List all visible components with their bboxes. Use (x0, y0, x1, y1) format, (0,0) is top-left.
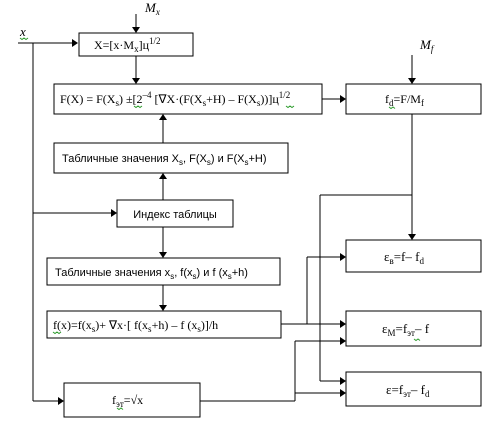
eps-v-box: εв=f– fd (345, 239, 482, 273)
eps-m-formula: εМ=fэт– f (382, 321, 430, 338)
spellcheck-underline (19, 37, 29, 41)
arrowhead (72, 39, 78, 47)
f-d-formula: fd=F/Mf (385, 92, 424, 108)
spellcheck-underline (52, 331, 62, 335)
spellcheck-underline (133, 105, 143, 109)
arrowhead (159, 252, 167, 258)
arrowhead (340, 253, 346, 261)
arrowhead (159, 114, 167, 120)
spellcheck-underline (413, 338, 421, 342)
spellcheck-underline (116, 407, 124, 411)
eps-v-formula: εв=f– fd (384, 249, 424, 266)
mf-input-label: Mf (419, 37, 435, 54)
connectors (18, 14, 416, 405)
table-F-label: Табличные значения Xs, F(Xs) и F(Xs+H) (62, 153, 267, 167)
table-index-box: Индекс таблицы (116, 199, 234, 228)
arrowhead (58, 397, 64, 405)
input-labels: x Mx Mf (19, 0, 435, 54)
arrowhead (340, 320, 346, 328)
f-et-formula: fэт=√x (112, 393, 143, 409)
table-f-box: Табличные значения xs, f(xs) и f (xs+h) (46, 257, 281, 286)
scale-x-formula: X=[x·Mx]ц1/2 (94, 36, 161, 54)
arrowhead (408, 78, 416, 84)
arrowhead (159, 305, 167, 311)
spellcheck-underline (388, 106, 396, 110)
arrowhead (340, 337, 346, 345)
x-input-label: x (19, 24, 26, 39)
spellcheck-underline (285, 105, 295, 109)
interp-f-formula: f(x)=f(xs)+ ∇x·[ f(xs+h) – f (xs)]/h (53, 318, 218, 334)
arrowhead (340, 389, 346, 397)
arrowhead (408, 234, 416, 240)
eps-m-box: εМ=fэт– f (345, 310, 482, 347)
table-f-label: Табличные значения xs, f(xs) и f (xs+h) (55, 267, 248, 281)
arrowhead (340, 377, 346, 385)
interp-F-box: F(X) = F(Xs) ±[2–4 [∇X·(F(Xs+H) – F(Xs))… (53, 83, 323, 115)
eps-box: ε=fэт– fd (345, 371, 482, 407)
arrowhead (132, 27, 140, 33)
eps-formula: ε=fэт– fd (386, 382, 430, 399)
table-index-label: Индекс таблицы (133, 209, 217, 221)
arrowhead (340, 95, 346, 103)
interp-F-formula: F(X) = F(Xs) ±[2–4 [∇X·(F(Xs+H) – F(Xs))… (60, 90, 290, 108)
f-et-box: fэт=√x (63, 382, 201, 418)
f-d-box: fd=F/Mf (345, 83, 482, 115)
arrowhead (159, 173, 167, 179)
interp-f-box: f(x)=f(xs)+ ∇x·[ f(xs+h) – f (xs)]/h (46, 310, 282, 339)
scale-x-box: X=[x·Mx]ц1/2 (78, 32, 194, 57)
table-F-box: Табличные значения Xs, F(Xs) и F(Xs+H) (53, 142, 289, 174)
mx-input-label: Mx (144, 0, 160, 17)
arrowhead (111, 209, 117, 217)
arrowhead (132, 78, 140, 84)
